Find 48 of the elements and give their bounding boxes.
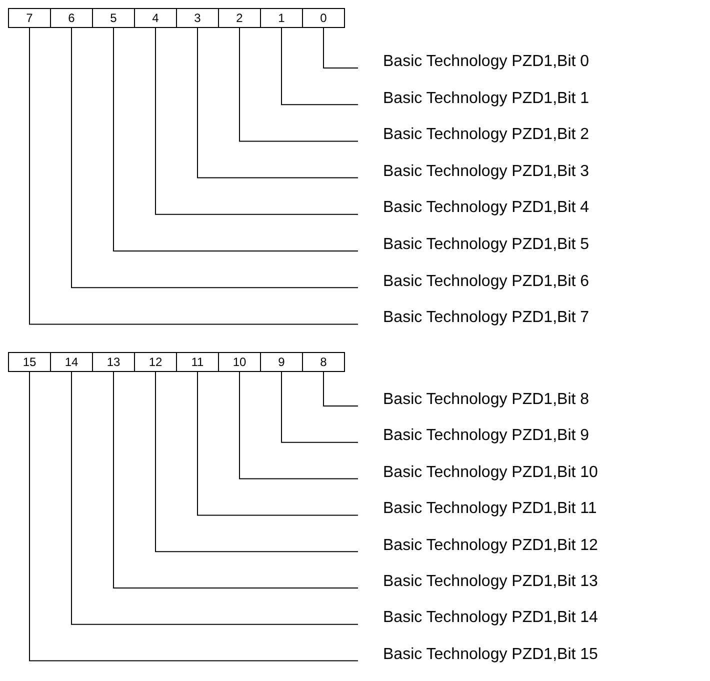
bit-label: Basic Technology PZD1,Bit 7 bbox=[358, 307, 590, 330]
bit-label: Basic Technology PZD1,Bit 0 bbox=[358, 51, 590, 73]
bit-label: Basic Technology PZD1,Bit 6 bbox=[358, 270, 590, 293]
bit-cell: 5 bbox=[92, 8, 135, 28]
bit-label: Basic Technology PZD1,Bit 15 bbox=[358, 644, 598, 666]
leader-line bbox=[155, 372, 358, 552]
leader-line bbox=[71, 372, 358, 625]
bit-cell: 15 bbox=[8, 352, 51, 372]
leader-line bbox=[281, 28, 358, 106]
bit-cell: 6 bbox=[50, 8, 93, 28]
leader-line bbox=[239, 372, 358, 480]
bit-label: Basic Technology PZD1,Bit 12 bbox=[358, 534, 598, 557]
leader-line bbox=[323, 28, 358, 68]
leader-line bbox=[113, 372, 358, 588]
leader-line bbox=[197, 372, 358, 516]
bit-label: Basic Technology PZD1,Bit 4 bbox=[358, 197, 590, 220]
leader-line bbox=[281, 372, 358, 443]
bit-label: Basic Technology PZD1,Bit 5 bbox=[358, 234, 590, 256]
bit-label: Basic Technology PZD1,Bit 8 bbox=[358, 389, 590, 411]
bit-label: Basic Technology PZD1,Bit 9 bbox=[358, 425, 590, 448]
bit-label: Basic Technology PZD1,Bit 2 bbox=[358, 124, 590, 146]
leader-line bbox=[71, 28, 358, 288]
leader-line bbox=[197, 28, 358, 178]
bit-label: Basic Technology PZD1,Bit 13 bbox=[358, 571, 598, 593]
leader-line bbox=[29, 28, 358, 325]
leader-line bbox=[113, 28, 358, 252]
leader-line bbox=[155, 28, 358, 215]
bit-cell: 13 bbox=[92, 352, 135, 372]
bit-label: Basic Technology PZD1,Bit 11 bbox=[358, 498, 597, 520]
leader-line bbox=[239, 28, 358, 142]
bit-cell: 0 bbox=[302, 8, 345, 28]
bit-cell: 1 bbox=[260, 8, 303, 28]
bit-cell: 2 bbox=[218, 8, 261, 28]
bit-cell: 14 bbox=[50, 352, 93, 372]
bit-label: Basic Technology PZD1,Bit 3 bbox=[358, 160, 590, 183]
leader-line bbox=[29, 372, 358, 662]
bit-cell: 11 bbox=[176, 352, 219, 372]
bit-cell: 3 bbox=[176, 8, 219, 28]
leader-line bbox=[323, 372, 358, 406]
bit-label: Basic Technology PZD1,Bit 14 bbox=[358, 607, 598, 630]
bit-cell: 7 bbox=[8, 8, 51, 28]
bit-cell: 10 bbox=[218, 352, 261, 372]
bit-cell: 8 bbox=[302, 352, 345, 372]
bit-label: Basic Technology PZD1,Bit 1 bbox=[358, 88, 590, 110]
bit-label: Basic Technology PZD1,Bit 10 bbox=[358, 462, 598, 484]
bit-cell: 9 bbox=[260, 352, 303, 372]
bit-cell: 12 bbox=[134, 352, 177, 372]
bit-cell: 4 bbox=[134, 8, 177, 28]
